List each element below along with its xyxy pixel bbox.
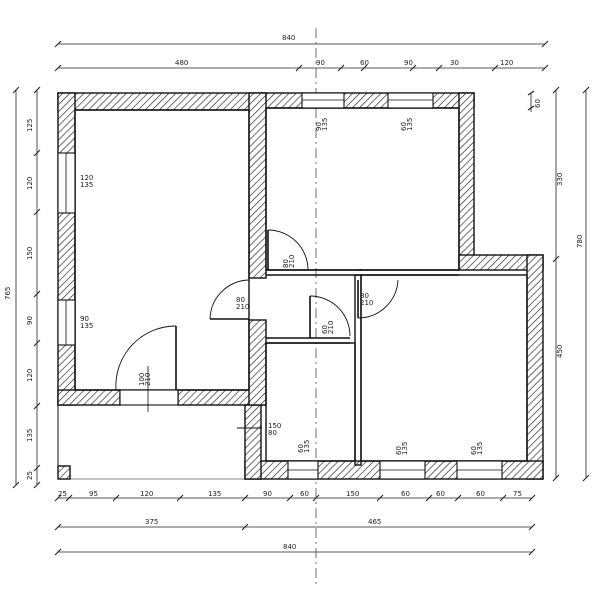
dim-bottom-sub-2: 465 <box>368 518 381 526</box>
window-bottom-1-h: 135 <box>303 440 311 453</box>
door-bath-h: 210 <box>327 321 335 334</box>
window-bottom-1: 60 135 <box>287 440 319 480</box>
door-right-room-w: 80 <box>360 292 369 300</box>
vent-w: 150 <box>268 422 281 430</box>
dim-top-seg-1: 480 <box>175 59 188 67</box>
dim-left-seg-5: 120 <box>26 369 34 382</box>
top-dimension-segments: 480 90 60 90 30 120 <box>54 59 549 72</box>
dim-left-seg-6: 135 <box>26 429 34 442</box>
dim-left-seg-7: 25 <box>26 471 34 480</box>
right-corner-dimension: 60 <box>527 90 542 112</box>
dim-top-total: 840 <box>282 34 295 42</box>
dim-right-seg-2: 450 <box>556 345 564 358</box>
window-top-left: 90 135 <box>301 92 345 131</box>
interior-walls <box>248 92 459 466</box>
dim-bottom-total: 840 <box>283 543 296 551</box>
bottom-left-notch <box>57 405 245 480</box>
window-bottom-3: 60 135 <box>456 442 503 480</box>
dim-bottom-seg-11: 75 <box>513 490 522 498</box>
window-left-lower: 90 135 <box>57 299 93 346</box>
dim-bottom-seg-8: 60 <box>401 490 410 498</box>
exterior-walls <box>57 92 544 480</box>
dim-bottom-sub-1: 375 <box>145 518 158 526</box>
dim-bottom-seg-10: 60 <box>476 490 485 498</box>
window-top-left-w: 90 <box>315 122 323 131</box>
left-dimension-segments: 125 120 150 90 120 135 25 <box>26 86 41 489</box>
dim-top-seg-6: 120 <box>500 59 513 67</box>
door-hall-top: 80 210 <box>267 229 309 271</box>
dim-right-corner: 60 <box>534 99 542 108</box>
vent-h: 80 <box>268 429 277 437</box>
dim-right-seg-1: 330 <box>556 173 564 186</box>
door-entry-h: 210 <box>144 373 152 386</box>
window-bottom-2-w: 60 <box>395 446 403 455</box>
window-bottom-3-w: 60 <box>470 446 478 455</box>
dim-top-seg-3: 60 <box>360 59 369 67</box>
dim-bottom-seg-4: 135 <box>208 490 221 498</box>
dim-bottom-seg-3: 120 <box>140 490 153 498</box>
door-right-room-h: 210 <box>360 299 373 307</box>
window-left-upper-w: 120 <box>80 174 93 182</box>
window-left-lower-h: 135 <box>80 322 93 330</box>
window-bottom-1-w: 60 <box>297 444 305 453</box>
room-outlines <box>74 107 528 462</box>
door-hall-top-w: 80 <box>282 259 290 268</box>
dim-top-seg-2: 90 <box>316 59 325 67</box>
window-top-right: 60 135 <box>387 92 434 131</box>
right-dimension-total: 780 <box>576 86 590 482</box>
window-top-right-h: 135 <box>406 118 414 131</box>
dim-top-seg-5: 30 <box>450 59 459 67</box>
door-main-corridor: 150 80 <box>237 422 281 437</box>
door-bath: 60 210 <box>309 295 351 338</box>
dim-left-seg-4: 90 <box>26 316 34 325</box>
door-entry-w: 100 <box>138 373 146 386</box>
dim-bottom-seg-7: 150 <box>346 490 359 498</box>
dim-bottom-seg-5: 90 <box>263 490 272 498</box>
door-hall-left-w: 80 <box>236 296 245 304</box>
window-bottom-3-h: 135 <box>476 442 484 455</box>
dim-left-total: 765 <box>4 287 12 300</box>
dim-left-seg-3: 150 <box>26 247 34 260</box>
dim-right-total: 780 <box>576 235 584 248</box>
bottom-dimension-sub: 375 465 <box>54 518 536 531</box>
bottom-dimension-segments: 25 95 120 135 90 60 150 60 60 60 75 <box>54 490 536 502</box>
dim-left-seg-1: 125 <box>26 119 34 132</box>
door-hall-left: 80 210 <box>209 279 249 320</box>
window-left-upper-h: 135 <box>80 181 93 189</box>
dim-bottom-seg-9: 60 <box>436 490 445 498</box>
dim-left-seg-2: 120 <box>26 177 34 190</box>
window-left-upper: 120 135 <box>57 152 93 214</box>
left-dimension-total: 765 <box>4 86 20 489</box>
door-entry: 100 210 <box>115 325 179 412</box>
window-top-left-h: 135 <box>321 118 329 131</box>
door-hall-top-h: 210 <box>288 255 296 268</box>
door-bath-w: 60 <box>321 325 329 334</box>
dim-bottom-seg-2: 95 <box>89 490 98 498</box>
bottom-dimension-total: 840 <box>54 543 536 556</box>
window-bottom-2: 60 135 <box>379 442 426 480</box>
dim-top-seg-4: 90 <box>404 59 413 67</box>
window-bottom-2-h: 135 <box>401 442 409 455</box>
window-top-right-w: 60 <box>400 122 408 131</box>
dim-bottom-seg-6: 60 <box>300 490 309 498</box>
right-dimension-segments: 330 450 <box>552 86 564 482</box>
window-left-lower-w: 90 <box>80 315 89 323</box>
top-dimension-total: 840 <box>54 34 549 48</box>
door-hall-left-h: 210 <box>236 303 249 311</box>
door-right-room: 80 210 <box>357 279 399 319</box>
dim-bottom-seg-1: 25 <box>58 490 67 498</box>
